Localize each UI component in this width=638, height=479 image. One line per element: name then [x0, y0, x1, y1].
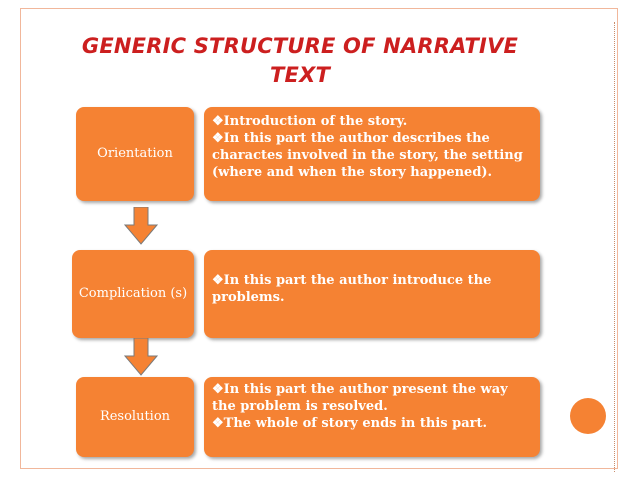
title-line-1: GENERIC STRUCTURE OF NARRATIVE [81, 34, 519, 58]
diamond-bullet-icon: ❖ [212, 273, 224, 288]
slide-frame [20, 8, 618, 469]
down-arrow-icon [124, 207, 158, 245]
complication-bullet-1: ❖In this part the author introduce the p… [212, 273, 492, 305]
orientation-bullet-2: ❖In this part the author describes the c… [212, 131, 523, 180]
slide-title: GENERIC STRUCTURE OF NARRATIVE TEXT [60, 32, 540, 90]
decorative-circle [570, 398, 606, 434]
resolution-bullet-1: ❖In this part the author present the way… [212, 382, 508, 414]
down-arrow-icon [124, 338, 158, 376]
title-line-2: TEXT [270, 63, 330, 87]
diamond-bullet-icon: ❖ [212, 382, 224, 397]
diamond-bullet-icon: ❖ [212, 114, 224, 129]
orientation-box: Orientation [76, 107, 194, 201]
orientation-label: Orientation [97, 146, 173, 161]
orientation-description-box: ❖Introduction of the story. ❖In this par… [204, 107, 540, 201]
resolution-description-box: ❖In this part the author present the way… [204, 377, 540, 457]
diamond-bullet-icon: ❖ [212, 131, 224, 146]
orientation-bullet-1: ❖Introduction of the story. [212, 114, 408, 129]
resolution-label: Resolution [99, 409, 171, 424]
complication-label: Complication (s) [78, 286, 188, 301]
complication-description-box: ❖In this part the author introduce the p… [204, 250, 540, 338]
resolution-bullet-2: ❖The whole of story ends in this part. [212, 416, 488, 431]
complication-box: Complication (s) [72, 250, 194, 338]
resolution-box: Resolution [76, 377, 194, 457]
diamond-bullet-icon: ❖ [212, 416, 224, 431]
slide-edge-decoration [614, 22, 621, 472]
